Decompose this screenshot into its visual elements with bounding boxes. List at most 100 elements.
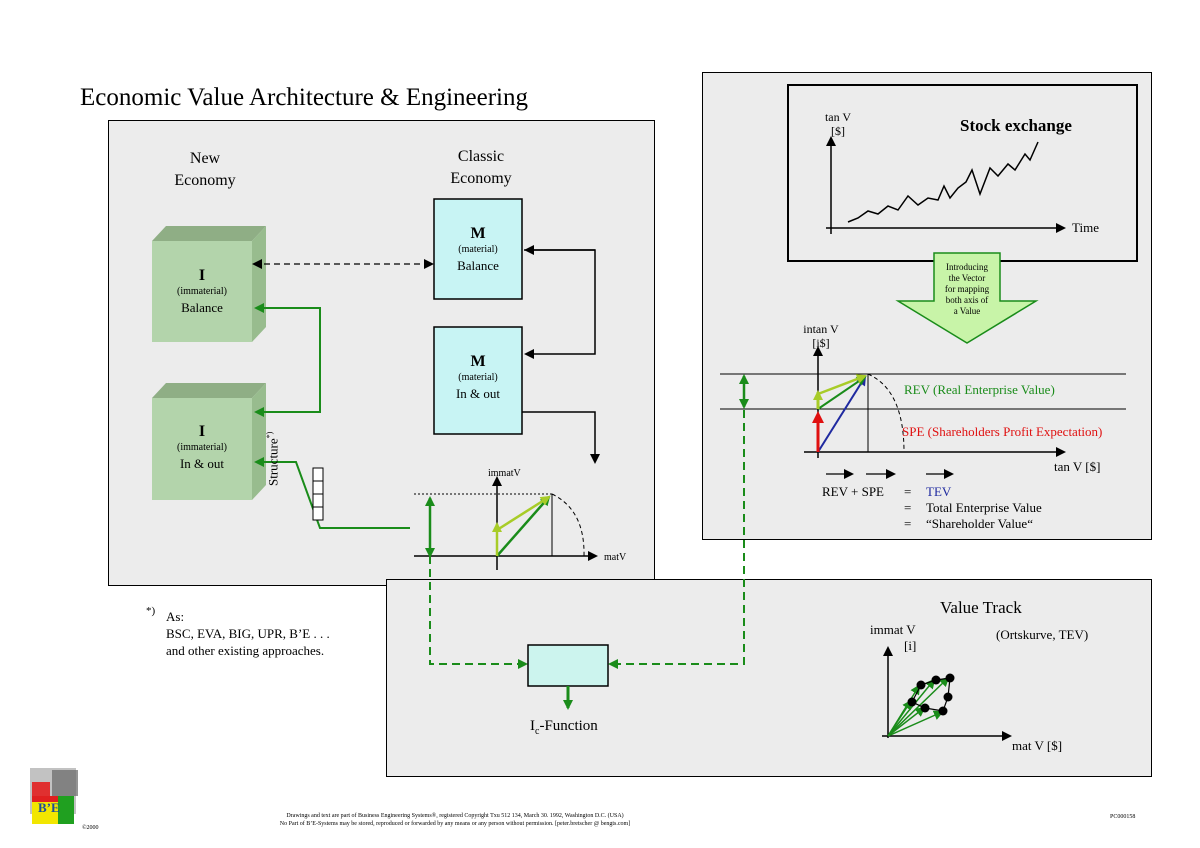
classic-economy-label: Classic Economy [436,146,526,190]
stock-y-line1: tan V [824,110,852,124]
eq-lhs: REV + SPE [822,484,884,499]
green-loop-i [254,303,321,342]
footnote-block: As: BSC, EVA, BIG, UPR, B’E . . . and ot… [166,608,330,659]
value-track-y-line2: [i] [904,638,917,653]
m-balance-label: M (material) Balance [434,226,522,274]
function-suffix: -Function [539,718,598,734]
introducing-line4: both axis of [945,295,989,305]
footnote-line3: and other existing approaches. [166,643,325,658]
value-track-title: Value Track [940,598,1022,617]
left-panel [108,120,655,586]
vec-x-label: tan V [$] [1054,459,1101,474]
structure-label: Structure*) [262,432,281,486]
eq-line-2: = Total Enterprise Value [904,500,1042,516]
introducing-line2: the Vector [948,273,986,283]
m-inout-label: M (material) In & out [434,354,522,402]
footnote-marker: *) [146,605,156,617]
value-track-x-label: mat V [$] [1012,738,1063,753]
footnote-line2: BSC, EVA, BIG, UPR, B’E . . . [166,626,330,641]
dashed-green-right [608,410,745,669]
structure-sup: *) [265,431,274,439]
page-code: PC000158 [1110,814,1136,820]
i-inout-label: I (immaterial) In & out [152,424,252,472]
value-track-chart [882,646,1012,741]
vec-y-line1: intan V [803,322,839,336]
bottom-panel [386,579,1152,777]
green-structure-link [254,457,410,529]
vector-chart [720,346,1126,479]
vec-y-line2: [i$] [812,336,830,350]
i-balance-sub: (immaterial) [177,286,227,297]
green-loop-i-2 [254,340,321,417]
m-balance-sub: (material) [458,244,498,255]
new-economy-line2: Economy [174,172,236,189]
function-label: Ic-Function [530,718,598,740]
stock-y-line2: [$] [831,124,845,138]
eq-text-2: Total Enterprise Value [926,500,1042,515]
i-inout-sub: (immaterial) [177,442,227,453]
introducing-line3: for mapping [944,284,990,294]
m-inout-sub: (material) [458,372,498,383]
i-balance-letter: I [198,267,206,284]
footer-line1: Drawings and text are part of Business E… [286,813,624,819]
classic-economy-line1: Classic [457,148,505,165]
function-sub: c [535,726,540,737]
value-track-y-label: immat V [i] [870,622,916,654]
i-balance-label: I (immaterial) Balance [152,268,252,316]
stock-x-label: Time [1072,220,1099,235]
rev-label: REV (Real Enterprise Value) [904,382,1055,397]
m-balance-letter: M [470,225,486,242]
eq-sym-2: = [904,500,912,515]
page-title: Economic Value Architecture & Engineerin… [80,84,528,111]
eq-text-3: “Shareholder Value“ [926,516,1033,531]
footer-line2: No Part of B’E-Systems may be stored, re… [279,821,631,827]
stock-title: Stock exchange [960,116,1072,135]
stock-exchange-box [787,84,1138,262]
i-inout-text: In & out [179,456,225,471]
m-inout-box [433,326,523,435]
eq-text-1: TEV [926,484,952,499]
logo-text: B’E [38,800,60,815]
m-inout-text: In & out [455,386,501,401]
m-inout-letter: M [470,353,486,370]
eq-sym-1: = [904,484,912,499]
copyright-year: ©2000 [82,825,99,831]
introducing-line5: a Value [953,306,981,316]
be-logo [30,768,78,824]
function-box [527,644,609,687]
m-loop-connector [524,249,596,359]
structure-table [312,467,324,521]
m-balance-box [433,198,523,300]
stock-chart [826,136,1066,234]
mini-x-label: matV [604,552,627,563]
introducing-line1: Introducing [946,262,988,272]
introducing-arrow [895,252,1039,344]
new-economy-line1: New [189,150,221,167]
footer-notice: Drawings and text are part of Business E… [220,812,690,828]
mini-y-label: immatV [488,468,521,479]
eq-sym-3: = [904,516,912,531]
mini-vector-chart [414,476,598,570]
eq-line-1: = TEV [904,484,1042,500]
m-balance-text: Balance [457,258,499,273]
value-track-subtitle: (Ortskurve, TEV) [996,627,1089,642]
i-balance-text: Balance [181,300,223,315]
classic-economy-line2: Economy [450,170,512,187]
cube-i-inout [152,383,266,500]
stock-y-label: tan V [$] [818,110,858,138]
vec-y-label: intan V [i$] [796,322,846,350]
i-inout-letter: I [198,423,206,440]
cube-i-balance [152,226,266,342]
function-letter: I [530,718,535,734]
dashed-green-left [429,556,528,669]
spe-label: SPE (Shareholders Profit Expectation) [902,424,1103,439]
eq-line-3: = “Shareholder Value“ [904,516,1042,532]
footnote-line1: As: [166,609,185,624]
new-economy-label: New Economy [160,148,250,192]
value-track-y-line1: immat V [870,622,916,637]
introducing-text: Introducing the Vector for mapping both … [925,262,1009,317]
m-inout-down-arrow [522,411,600,464]
eq-lines: = TEV = Total Enterprise Value = “Sharehold… [904,484,1042,532]
structure-text: Structure [265,438,281,486]
